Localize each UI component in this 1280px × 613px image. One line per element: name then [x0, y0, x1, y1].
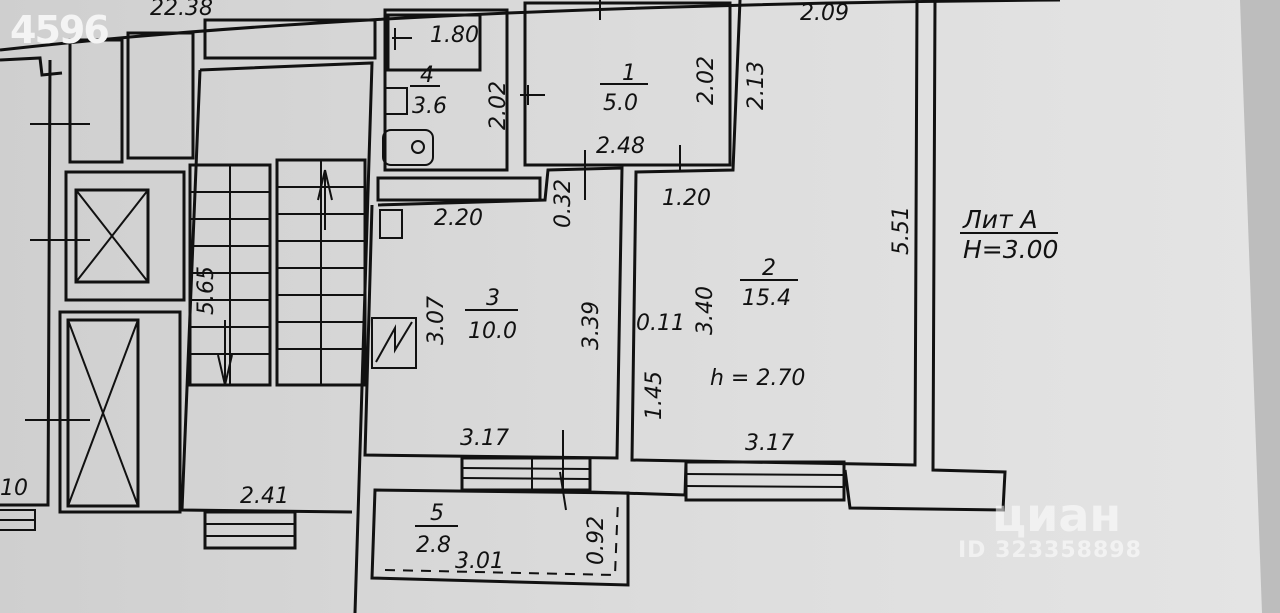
plan-line: [685, 473, 845, 488]
plan-line: [384, 87, 408, 115]
plan-label: 2.41: [240, 484, 289, 509]
plan-label: 2.20: [434, 206, 483, 231]
plan-label: 15.4: [742, 286, 791, 311]
watermark-brand: циан: [992, 488, 1122, 542]
plan-label: 1.20: [662, 186, 711, 211]
plan-label: 4: [420, 63, 434, 88]
ceiling-height: h = 2.70: [710, 366, 805, 391]
watermark-id: ID 323358898: [958, 538, 1142, 563]
plan-label: 2.02: [486, 81, 511, 130]
page-edge: [1240, 0, 1280, 613]
plan-line: [66, 318, 140, 508]
plan-label: 0.32: [551, 179, 576, 228]
room-2: 215.4: [740, 256, 798, 311]
plan-label: 22.38: [150, 0, 213, 21]
plan-line: [75, 189, 149, 283]
plan-line: [74, 188, 150, 284]
plan-label: 5.0: [603, 91, 638, 116]
plan-line: [199, 61, 374, 613]
plan-label: 0.11: [636, 311, 685, 336]
photo-number: 4596: [10, 8, 110, 52]
plan-line: [126, 31, 195, 160]
plan-line: [205, 523, 295, 537]
plan-line: [376, 176, 542, 202]
plan-line: [370, 488, 630, 587]
legend-lit-a: Лит АH=3.00: [960, 205, 1058, 264]
plan-line: [843, 0, 1007, 512]
plan-label: 0.92: [584, 516, 609, 565]
plan-line: [371, 317, 417, 369]
plan-label: 3.39: [579, 301, 604, 350]
plan-label: H=3.00: [963, 235, 1058, 264]
plan-label: 3.17: [745, 431, 794, 456]
plan-line: [0, 509, 36, 531]
plan-line: [411, 140, 425, 154]
plan-line: [379, 209, 403, 239]
plan-label: 3.17: [460, 426, 509, 451]
plan-label: 2.13: [744, 61, 769, 110]
plan-line: [58, 310, 182, 514]
plan-line: [0, 56, 63, 77]
tick-marks: [25, 0, 681, 511]
plan-line: [0, 59, 52, 507]
plan-label: 2: [762, 256, 776, 281]
plan-label: 5.51: [889, 206, 914, 255]
plan-line: [67, 319, 139, 507]
plan-line: [68, 38, 124, 164]
plan-label: 3.6: [412, 94, 447, 119]
arrow-down-icon: [217, 320, 233, 386]
plan-label: 1.45: [642, 371, 667, 420]
dimension-labels: 22.38 1.80 2.02 2.02 2.13 2.09 2.48 1.20…: [0, 0, 914, 574]
plan-label: 3.07: [424, 296, 449, 345]
plan-label: 5.65: [194, 266, 219, 315]
staircase: [188, 158, 367, 387]
fixtures: [371, 87, 434, 369]
plan-line: [203, 510, 297, 550]
room-1: 15.0: [600, 61, 648, 116]
plan-label: Лит А: [962, 205, 1038, 234]
plan-line: [384, 499, 619, 577]
plan-label: 3.40: [693, 286, 718, 335]
plan-line: [461, 458, 591, 490]
plan-label: 3.01: [455, 549, 504, 574]
plan-line: [64, 170, 186, 302]
plan-line: [460, 456, 592, 492]
plan-line: [190, 165, 270, 385]
room-3: 310.0: [465, 286, 518, 344]
cian-watermark: циан ID 323358898: [950, 488, 1142, 563]
plan-label: 2.48: [596, 134, 645, 159]
plan-label: 10: [0, 476, 28, 501]
plan-line: [375, 321, 413, 363]
plan-label: 2.02: [694, 56, 719, 105]
plan-label: 1.80: [430, 23, 479, 48]
plan-line: [630, 0, 919, 467]
plan-line: [363, 166, 624, 460]
room-4: 43.6: [410, 63, 447, 119]
plan-label: 2.8: [416, 533, 451, 558]
plan-label: 10.0: [468, 319, 517, 344]
plan-line: [203, 18, 377, 60]
plan-line: [382, 129, 434, 166]
plan-line: [386, 13, 482, 72]
room-5: 52.8: [415, 501, 458, 558]
plan-line: [523, 1, 732, 167]
plan-label: 2.09: [800, 1, 849, 26]
plan-label: 1: [622, 61, 636, 86]
plan-label: 3: [486, 286, 500, 311]
plan-line: [684, 460, 846, 502]
arrow-up-icon: [317, 169, 333, 230]
plan-line: [25, 0, 681, 511]
room-labels: 43.6 15.0 310.0 215.4 52.8 Лит АH=3.00: [410, 61, 1058, 558]
plan-label: 5: [430, 501, 444, 526]
